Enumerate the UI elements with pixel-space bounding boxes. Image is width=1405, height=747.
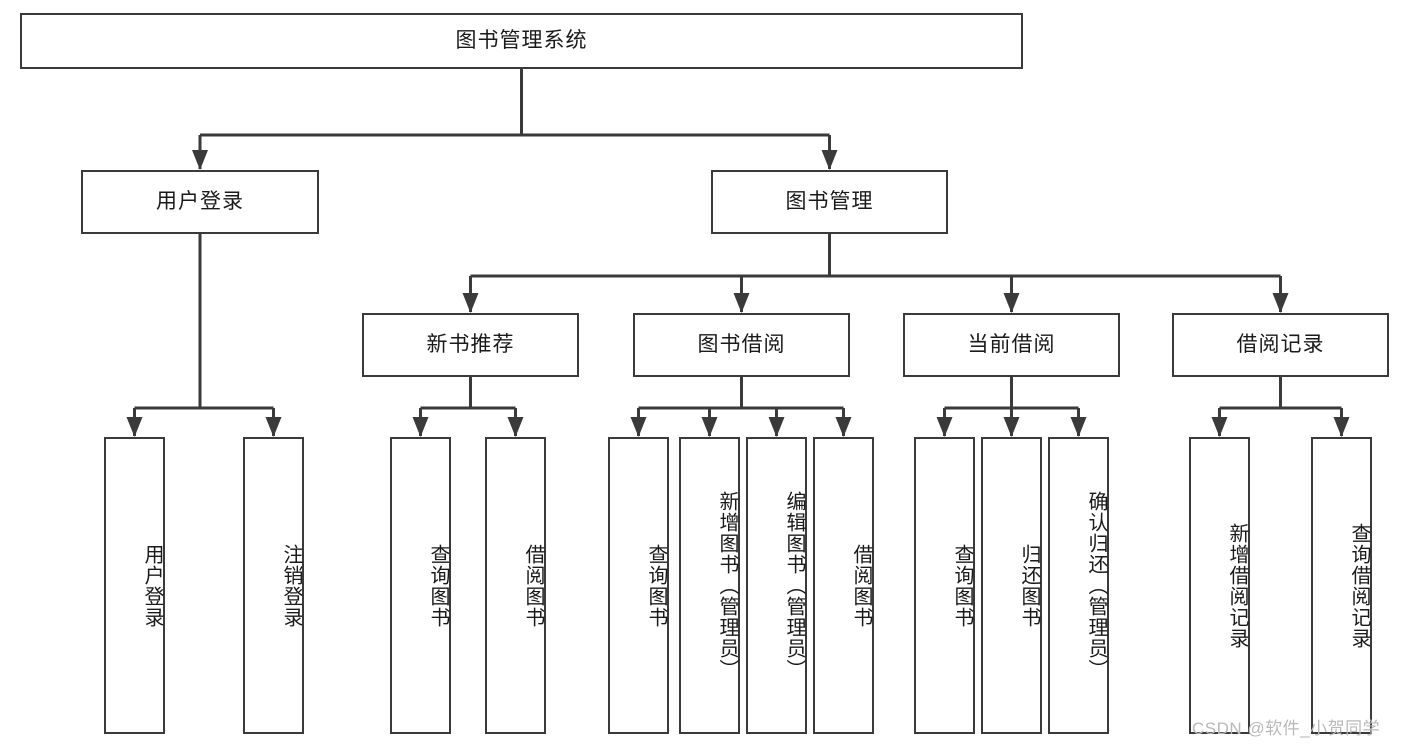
node-leaf-12[interactable]: 新增借阅记录 [1189, 437, 1250, 734]
node-label: 图书管理系统 [455, 29, 588, 53]
node-label: 编辑图书（管理员） [783, 491, 805, 680]
node-label: 借阅图书 [850, 543, 872, 628]
node-leaf-2[interactable]: 注销登录 [243, 437, 304, 734]
node-label: 新书推荐 [426, 333, 515, 357]
node-leaf-3[interactable]: 查询图书 [390, 437, 451, 734]
node-label: 查询图书 [645, 543, 667, 628]
node-leaf-4[interactable]: 借阅图书 [485, 437, 546, 734]
node-label: 借阅图书 [522, 543, 544, 628]
node-l3-1[interactable]: 新书推荐 [362, 313, 579, 377]
node-leaf-5[interactable]: 查询图书 [608, 437, 669, 734]
node-label: 归还图书 [1018, 543, 1040, 628]
node-leaf-7[interactable]: 编辑图书（管理员） [746, 437, 807, 734]
node-root[interactable]: 图书管理系统 [20, 13, 1023, 69]
node-l3-4[interactable]: 借阅记录 [1172, 313, 1389, 377]
node-leaf-6[interactable]: 新增图书（管理员） [679, 437, 740, 734]
node-leaf-10[interactable]: 归还图书 [981, 437, 1042, 734]
node-label: 确认归还（管理员） [1085, 491, 1107, 680]
node-label: 用户登录 [156, 190, 244, 214]
node-label: 查询图书 [951, 543, 973, 628]
node-label: 用户登录 [141, 543, 163, 628]
node-label: 新增图书（管理员） [716, 491, 738, 680]
node-label: 图书管理 [785, 190, 874, 214]
node-leaf-1[interactable]: 用户登录 [104, 437, 165, 734]
node-label: 当前借阅 [967, 333, 1056, 357]
node-label: 图书借阅 [697, 333, 786, 357]
node-l3-2[interactable]: 图书借阅 [633, 313, 850, 377]
node-label: 注销登录 [280, 543, 302, 628]
node-label: 查询图书 [427, 543, 449, 628]
node-label: 查询借阅记录 [1348, 522, 1370, 649]
node-l2-1[interactable]: 用户登录 [81, 170, 319, 234]
node-leaf-11[interactable]: 确认归还（管理员） [1048, 437, 1109, 734]
node-l3-3[interactable]: 当前借阅 [903, 313, 1120, 377]
node-label: 新增借阅记录 [1226, 522, 1248, 649]
node-label: 借阅记录 [1236, 333, 1325, 357]
node-l2-2[interactable]: 图书管理 [711, 170, 948, 234]
watermark-label: CSDN @软件_小贺同学 [1192, 719, 1381, 738]
node-leaf-8[interactable]: 借阅图书 [813, 437, 874, 734]
node-leaf-9[interactable]: 查询图书 [914, 437, 975, 734]
node-leaf-13[interactable]: 查询借阅记录 [1311, 437, 1372, 734]
